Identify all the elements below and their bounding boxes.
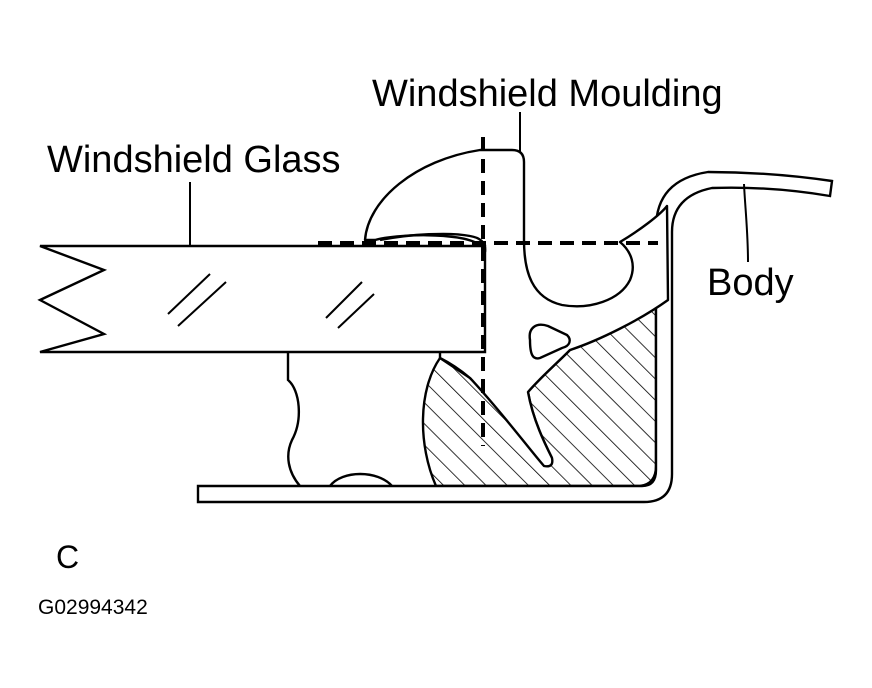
label-windshield-moulding: Windshield Moulding [372,73,723,115]
spacer-bump [329,472,393,487]
dam-spacer [286,350,301,487]
label-body: Body [707,262,794,304]
glass-reflection-marks [167,273,375,329]
moulding-inner-cavity [528,323,571,360]
windshield-moulding [363,148,670,468]
label-view: C [56,539,79,575]
windshield-glass [37,244,487,354]
leader-body [743,183,749,263]
label-windshield-glass: Windshield Glass [47,139,341,181]
figure-code: G02994342 [38,596,148,619]
